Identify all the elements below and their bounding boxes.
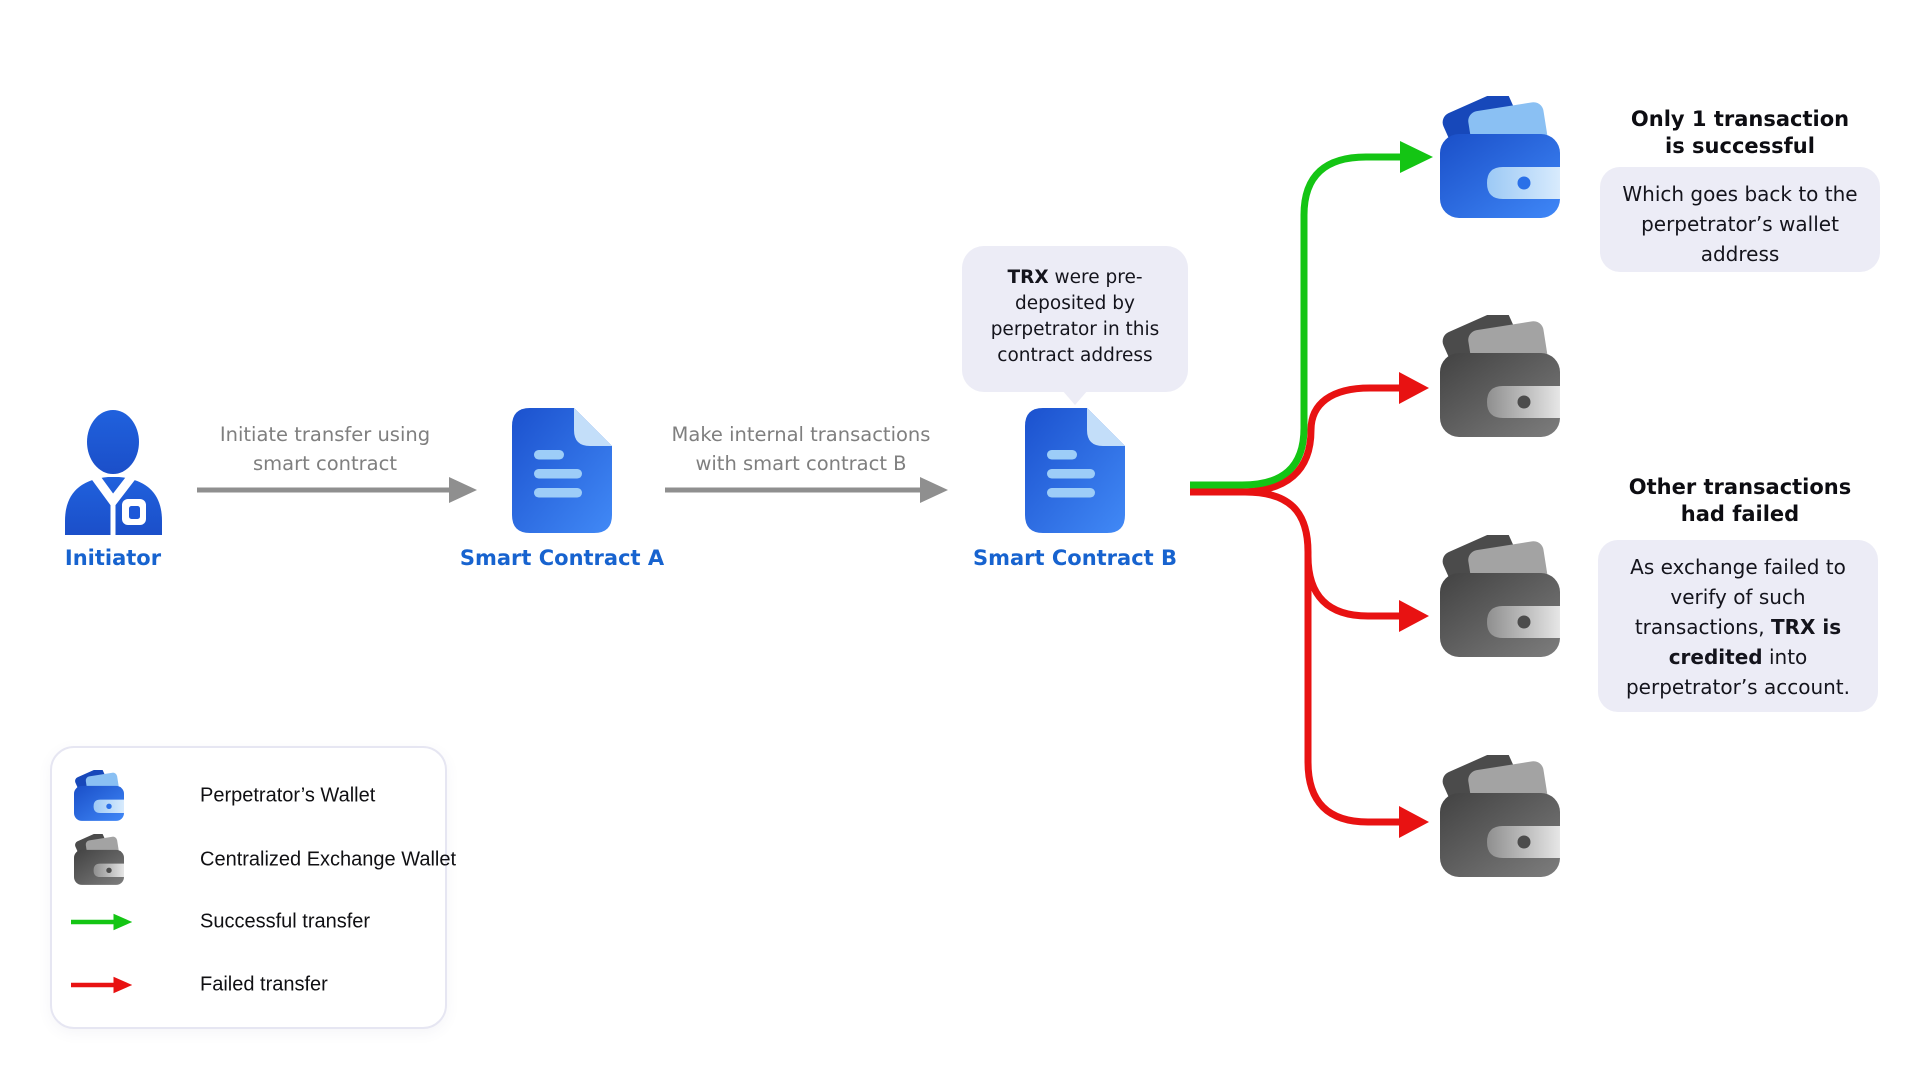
trx-bubble: TRX were pre-deposited by perpetrator in…	[962, 246, 1188, 405]
smart-contract-a-icon	[512, 408, 612, 533]
bubble-tail	[1062, 390, 1088, 405]
exchange-wallet-icon-2	[1440, 535, 1560, 657]
legend-label-exchange-wallet: Centralized Exchange Wallet	[200, 848, 457, 871]
initiator-icon	[60, 409, 167, 535]
failed-note-body-post: into perpetrator’s account.	[1625, 645, 1850, 699]
initiate-caption-line1: Initiate transfer using	[219, 423, 431, 446]
failed-note-title-line1: Other transactions	[1628, 475, 1852, 499]
smart-contract-b-icon	[1025, 408, 1125, 533]
legend-label-perpetrator-wallet: Perpetrator’s Wallet	[200, 784, 376, 807]
trx-bubble-bold: TRX	[1007, 267, 1049, 288]
legend-label-successful-transfer: Successful transfer	[200, 910, 371, 933]
success-note-title-line1: Only 1 transaction	[1630, 107, 1850, 131]
internal-arrow	[665, 477, 948, 503]
failed-note-body-bold: TRX is credited	[1668, 615, 1842, 669]
initiator-label: Initiator	[64, 546, 162, 570]
failed-note-box: As exchange failed to verify of such tra…	[1598, 540, 1878, 712]
internal-caption: Make internal transactions with smart co…	[651, 420, 951, 478]
exchange-wallet-icon-3	[1440, 755, 1560, 877]
success-note-title: Only 1 transaction is successful	[1600, 106, 1880, 160]
trx-bubble-text: were pre-deposited by perpetrator in thi…	[990, 267, 1160, 366]
initiate-caption-line2: smart contract	[253, 452, 397, 475]
smart-contract-b-label: Smart Contract B	[972, 546, 1178, 570]
perpetrator-wallet-legend-icon	[74, 770, 124, 821]
internal-caption-line1: Make internal transactions	[671, 423, 931, 446]
success-note-box: Which goes back to the perpetrator’s wal…	[1600, 167, 1880, 272]
failed-arrow-legend-icon	[70, 976, 132, 994]
failed-transfer-paths	[1190, 384, 1399, 826]
smart-contract-a-label: Smart Contract A	[459, 546, 665, 570]
exchange-wallet-icon-1	[1440, 315, 1560, 437]
failed-note-title: Other transactions had failed	[1600, 474, 1880, 528]
internal-caption-line2: with smart contract B	[695, 452, 907, 475]
failed-note-body-pre: As exchange failed to verify of such tra…	[1630, 555, 1846, 639]
success-note-title-line2: is successful	[1665, 134, 1815, 158]
success-note-body: Which goes back to the perpetrator’s wal…	[1622, 182, 1858, 266]
perpetrator-wallet-icon	[1440, 96, 1560, 218]
initiate-arrow	[197, 477, 477, 503]
legend-label-failed-transfer: Failed transfer	[200, 973, 328, 996]
success-transfer-path	[1190, 141, 1433, 489]
failed-arrowheads	[1399, 372, 1429, 838]
initiate-caption: Initiate transfer using smart contract	[185, 420, 465, 478]
success-arrow-legend-icon	[70, 913, 132, 931]
legend-box: Perpetrator’s Wallet Centralized Exchang…	[50, 746, 456, 1029]
exchange-wallet-legend-icon	[74, 834, 124, 885]
failed-note-title-line2: had failed	[1680, 502, 1800, 526]
